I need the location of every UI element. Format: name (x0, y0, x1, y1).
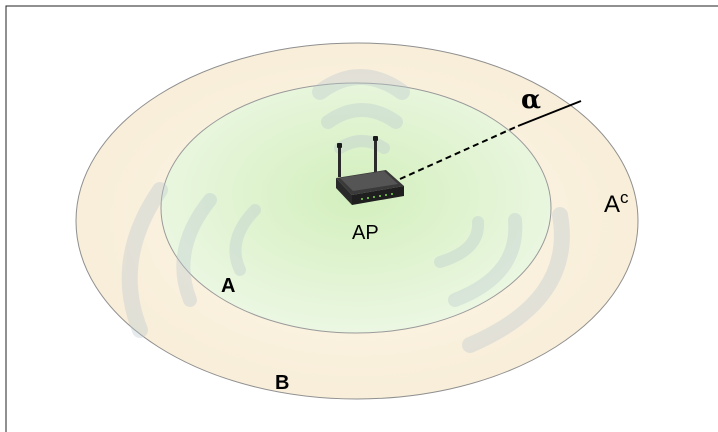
wireless-router-icon (336, 136, 404, 205)
inner-region-a (160, 82, 552, 334)
radius-solid-line (517, 100, 582, 127)
region-b-label: B (275, 372, 289, 394)
radius-dashed-line (399, 125, 519, 180)
access-point-label: AP (352, 222, 379, 244)
signal-icon (121, 69, 570, 353)
alpha-label: α (521, 85, 541, 115)
complement-superscript: c (620, 188, 629, 207)
region-a-label: A (221, 275, 235, 297)
complement-label: Ac (604, 188, 629, 218)
complement-base: A (604, 191, 620, 218)
